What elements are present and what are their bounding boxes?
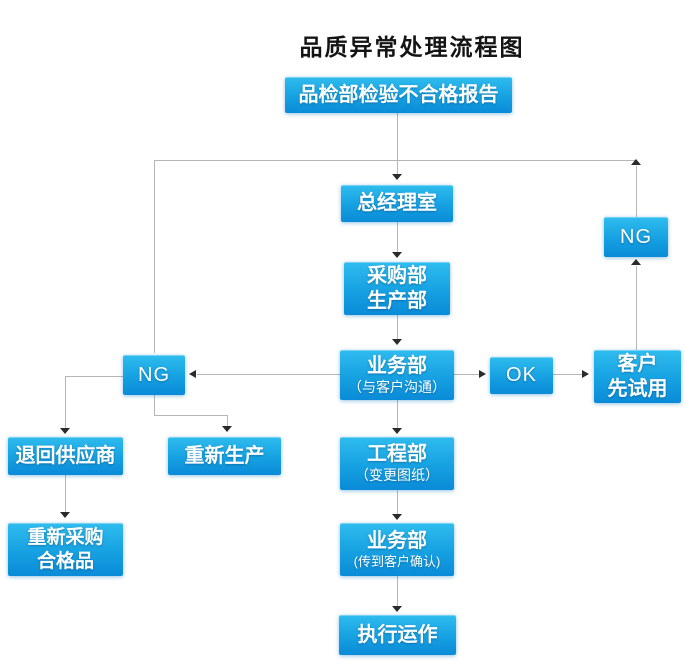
edge-ngleft-return-hline xyxy=(65,376,123,377)
arrowhead-into-ok xyxy=(479,370,486,378)
node-label: 业务部 xyxy=(367,529,427,552)
edge-purchase-biz1-line xyxy=(397,315,398,341)
arrowhead-into-gm xyxy=(392,174,402,180)
arrowhead-into-ngleft xyxy=(189,370,196,378)
node-label: 执行运作 xyxy=(357,623,438,646)
node-label: 退回供应商 xyxy=(15,444,116,467)
edge-biz1-ok-line xyxy=(454,374,480,375)
arrowhead-into-biz1 xyxy=(392,339,402,345)
loop-top-line xyxy=(154,160,636,161)
edge-engineering-biz2-line xyxy=(397,490,398,517)
arrowhead-into-execute xyxy=(392,606,402,612)
node-label: 先试用 xyxy=(607,377,668,400)
arrowhead-into-reproduce xyxy=(222,426,232,432)
node-engineering-dept: 工程部 （变更图纸） xyxy=(340,437,454,490)
node-label: OK xyxy=(506,364,537,386)
node-ok: OK xyxy=(490,357,553,394)
node-sublabel: (传到客户确认) xyxy=(353,553,441,569)
node-purchasing-production: 采购部 生产部 xyxy=(344,262,450,315)
arrowhead-into-loop xyxy=(631,159,641,165)
node-ng-left: NG xyxy=(123,355,185,395)
edge-biz1-engineering-line xyxy=(397,400,398,431)
arrowhead-into-return xyxy=(60,428,70,434)
node-execute-operation: 执行运作 xyxy=(339,615,456,655)
edge-gm-purchase-line xyxy=(397,222,398,254)
arrowhead-into-customer xyxy=(582,370,589,378)
node-label: NG xyxy=(620,225,652,248)
edge-ngleft-reproduce-vline2 xyxy=(227,416,228,428)
edge-return-repurchase-line xyxy=(65,475,66,515)
node-label: 合格品 xyxy=(36,550,94,572)
node-label: 重新采购 xyxy=(27,526,104,548)
edge-report-gm-line xyxy=(397,113,398,176)
node-reproduce: 重新生产 xyxy=(168,437,281,475)
edge-ok-customer-line xyxy=(553,374,583,375)
node-label: 生产部 xyxy=(367,289,427,312)
loop-left-line xyxy=(154,161,155,353)
edge-biz2-execute-line xyxy=(397,576,398,609)
node-label: 业务部 xyxy=(367,354,427,377)
node-sublabel: （变更图纸） xyxy=(355,467,439,484)
node-ng-right: NG xyxy=(604,217,668,257)
arrowhead-into-ngright xyxy=(631,259,641,265)
edge-biz1-ngleft-line xyxy=(197,374,340,375)
node-general-manager-office: 总经理室 xyxy=(341,185,453,222)
edge-customer-ngright-line xyxy=(636,266,637,350)
edge-ngleft-return-vline xyxy=(65,376,66,429)
node-label: 总经理室 xyxy=(357,192,437,214)
arrowhead-into-engineering xyxy=(392,428,402,434)
node-sublabel: （与客户沟通） xyxy=(348,378,446,395)
node-customer-trial: 客户 先试用 xyxy=(594,350,681,403)
node-label: 重新生产 xyxy=(184,444,265,467)
node-business-dept-confirm: 业务部 (传到客户确认) xyxy=(340,523,454,576)
node-label: 采购部 xyxy=(367,264,427,287)
node-label: 工程部 xyxy=(367,443,427,466)
node-repurchase-qualified: 重新采购 合格品 xyxy=(8,523,123,576)
arrowhead-into-repurchase xyxy=(60,512,70,518)
edge-ngright-loop-line xyxy=(636,166,637,217)
edge-ngleft-reproduce-hline xyxy=(154,415,228,416)
node-business-dept-communicate: 业务部 （与客户沟通） xyxy=(340,350,454,400)
node-return-supplier: 退回供应商 xyxy=(8,437,123,475)
page-title: 品质异常处理流程图 xyxy=(299,34,525,60)
arrowhead-into-purchase xyxy=(392,252,402,258)
edge-ngleft-reproduce-vline1 xyxy=(154,395,155,416)
node-label: 品检部检验不合格报告 xyxy=(298,83,499,106)
node-label: 客户 xyxy=(617,352,658,375)
node-label: NG xyxy=(138,363,170,386)
arrowhead-into-biz2 xyxy=(392,514,402,520)
node-inspection-report: 品检部检验不合格报告 xyxy=(285,77,512,113)
